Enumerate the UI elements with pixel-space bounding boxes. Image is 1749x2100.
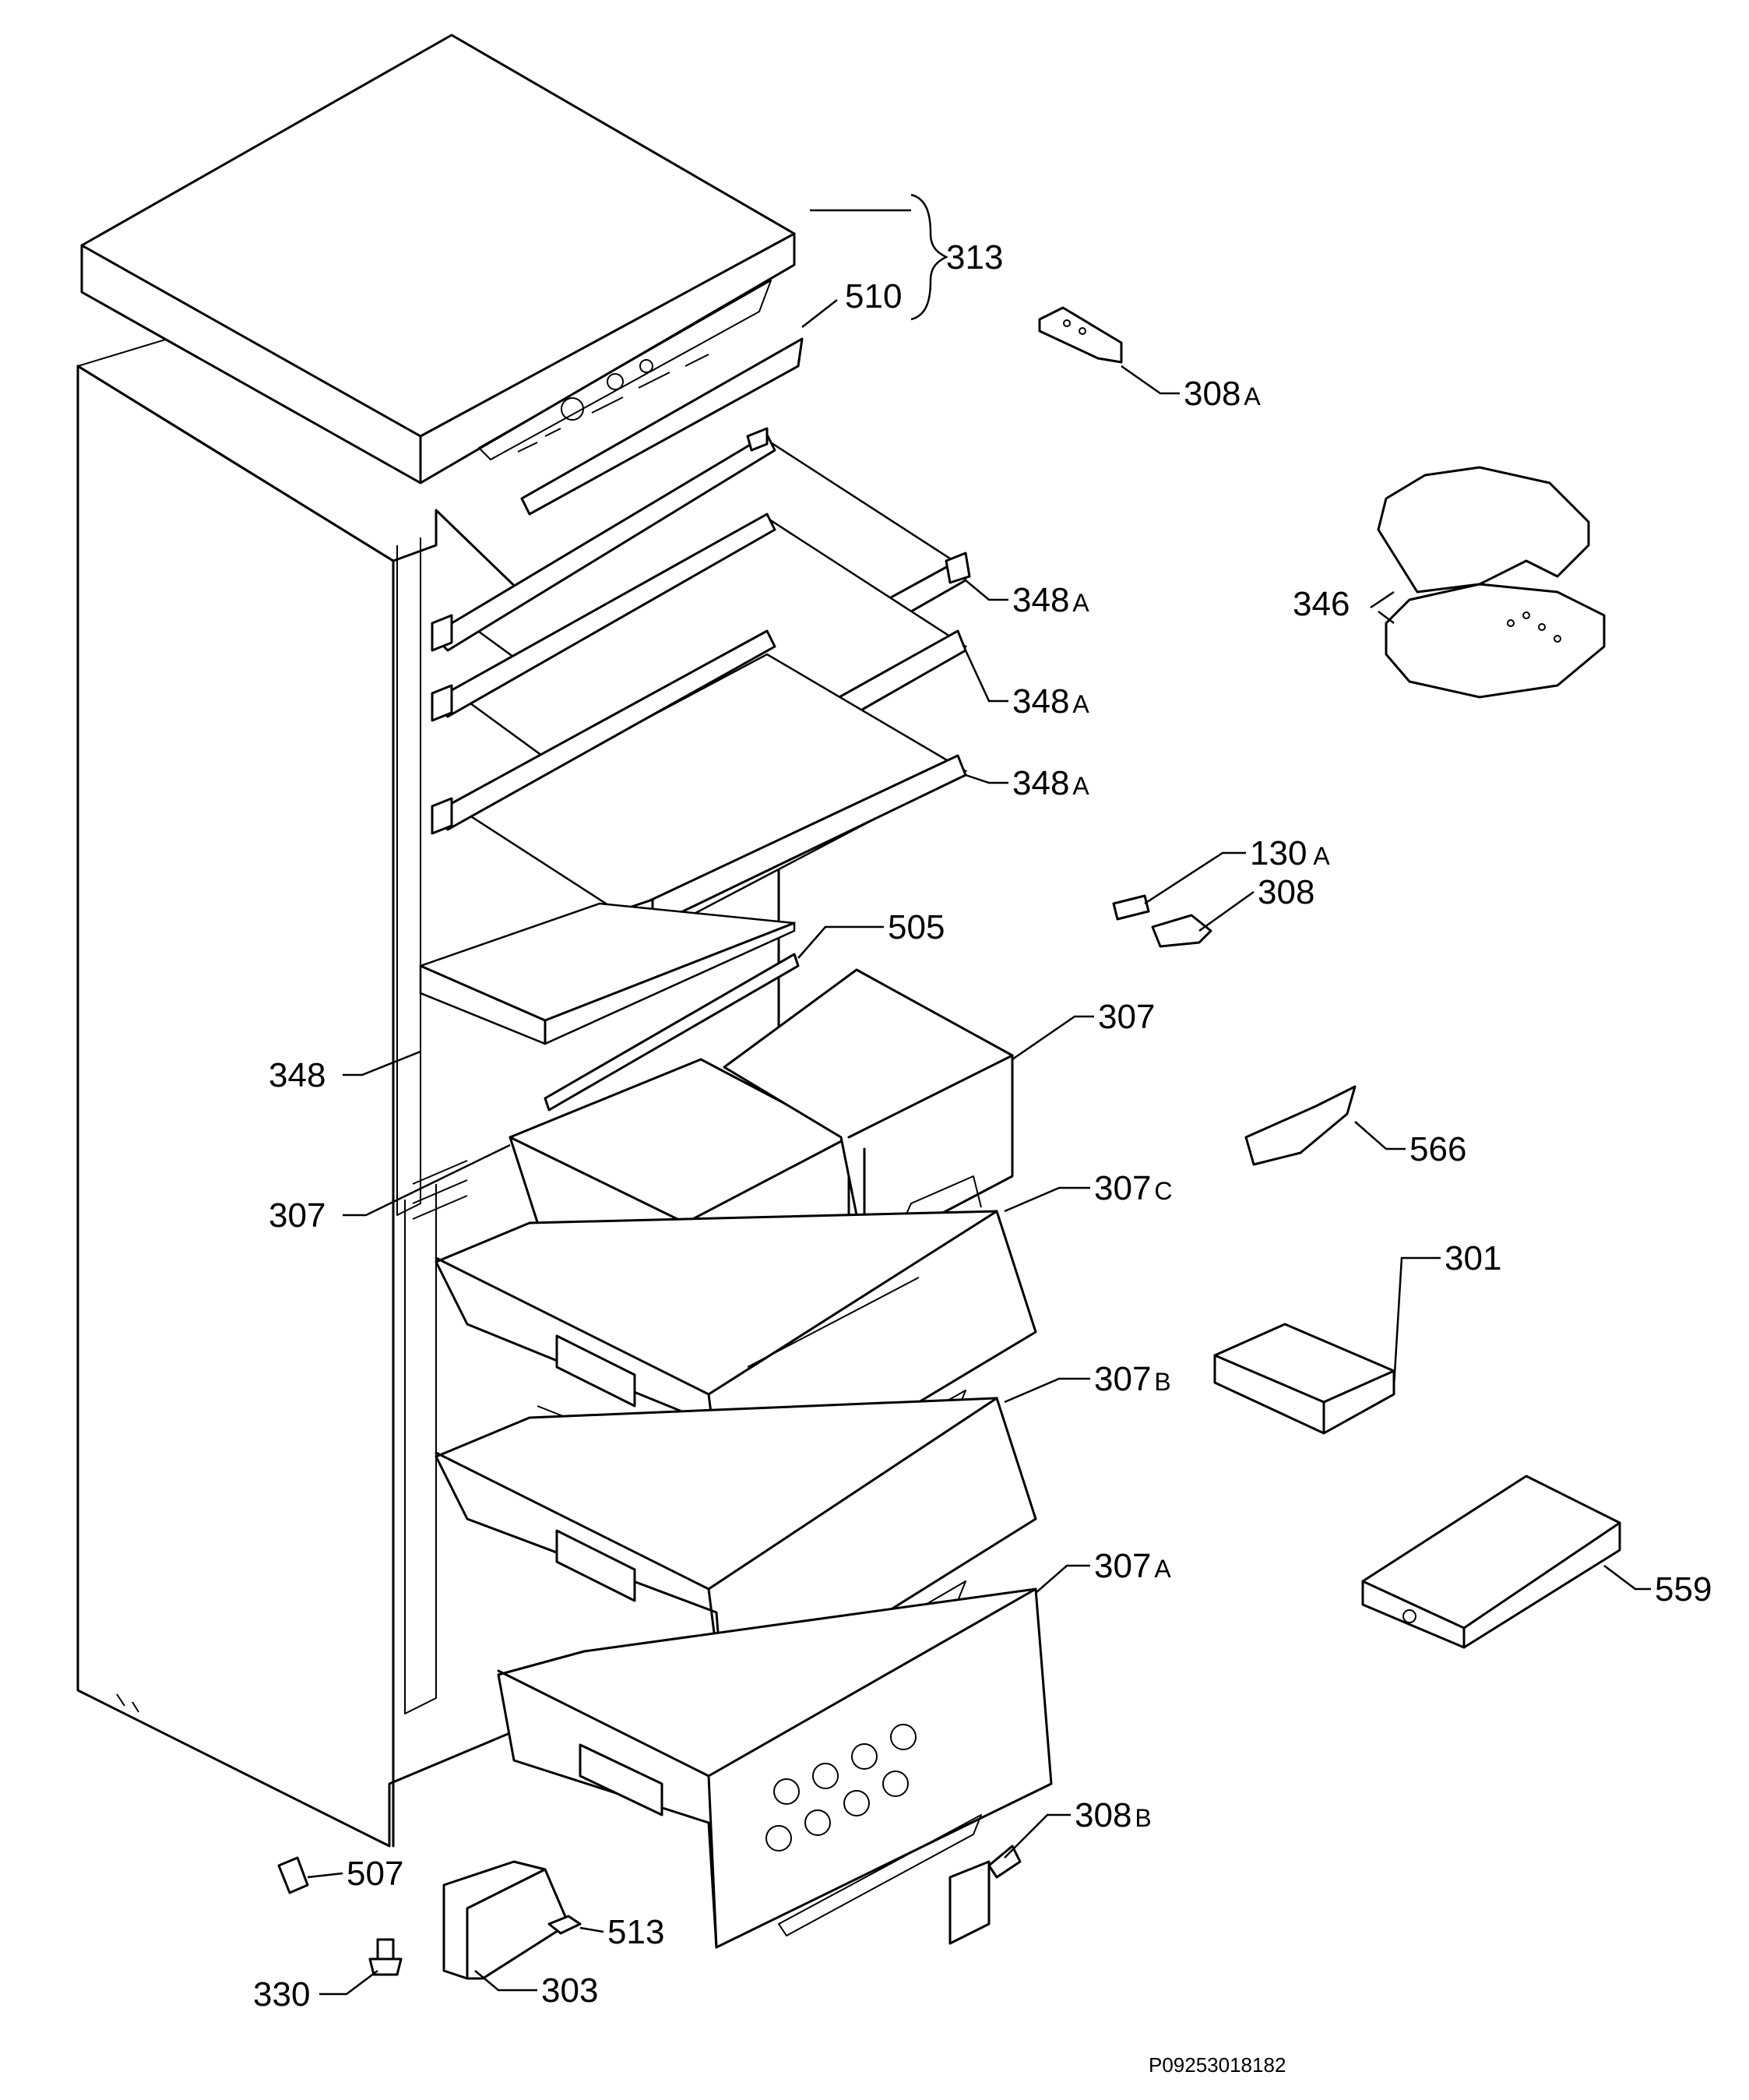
- label-510: 510: [845, 277, 902, 315]
- label-505: 505: [888, 908, 945, 946]
- freezer-drawer-307b: [435, 1397, 1037, 1715]
- hinge-308a: [1038, 306, 1123, 364]
- foot-330: [368, 1938, 403, 1976]
- label-307-left: 307: [269, 1196, 326, 1235]
- top-cover-assembly: [80, 33, 804, 516]
- label-513: 513: [607, 1913, 664, 1951]
- label-346: 346: [1293, 585, 1350, 623]
- drawing-code: P09253018182: [1149, 2053, 1286, 2077]
- label-330: 330: [253, 1975, 310, 2014]
- shelf-348a-3: [431, 629, 968, 936]
- leader-lines: [307, 193, 1651, 1996]
- label-348: 348: [269, 1056, 326, 1094]
- freezer-drawers: [435, 1210, 1053, 1949]
- scraper-566: [1244, 1085, 1357, 1166]
- kick-plate-303: [442, 1860, 570, 1980]
- cold-accumulator-559: [1361, 1475, 1621, 1649]
- freezer-drawer-307a: [497, 1587, 1053, 1949]
- label-313: 313: [946, 238, 1003, 277]
- label-507: 507: [347, 1855, 403, 1893]
- crisper-307-right: [723, 968, 1014, 1256]
- glass-shelves: [419, 427, 971, 1112]
- hinge-308b: [948, 1845, 1022, 1945]
- label-307-right: 307: [1098, 998, 1155, 1036]
- label-566: 566: [1409, 1130, 1466, 1168]
- label-559: 559: [1655, 1570, 1712, 1608]
- egg-tray-346: [1377, 466, 1606, 699]
- hinge-parts-130a-308: [1112, 894, 1212, 948]
- glass-shelf-348: [419, 902, 800, 1112]
- label-303: 303: [541, 1971, 598, 2010]
- ice-tray-301: [1213, 1323, 1395, 1435]
- label-301: 301: [1445, 1239, 1501, 1277]
- label-308: 308: [1258, 873, 1314, 911]
- part-513: [547, 1915, 582, 1935]
- part-507: [277, 1856, 309, 1894]
